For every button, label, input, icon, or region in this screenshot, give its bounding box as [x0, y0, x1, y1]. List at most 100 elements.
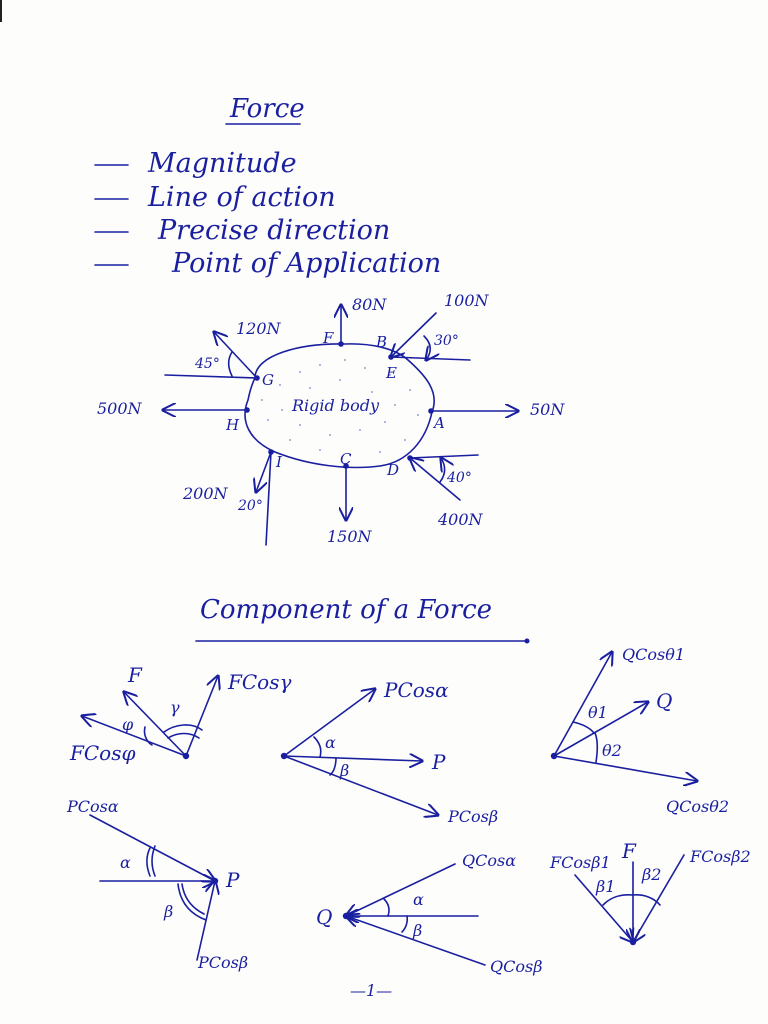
angle-theta2: θ2	[602, 741, 622, 760]
rigid-body-outline	[244, 343, 435, 469]
label-f: F	[621, 839, 637, 863]
force-label: 50N	[530, 400, 565, 419]
angle-beta2: β2	[641, 865, 661, 884]
angle-arc	[167, 732, 200, 739]
component-pcosalpha	[89, 814, 215, 881]
label-qcosbeta: QCosβ	[490, 957, 542, 976]
label-fcosphi: FCosφ	[69, 741, 136, 765]
angle-arc	[151, 845, 156, 877]
angle-arc	[143, 726, 153, 746]
force-label: 100N	[444, 291, 490, 310]
component-qcosbeta	[346, 916, 486, 966]
point-label: B	[375, 333, 387, 351]
point-label: E	[385, 364, 397, 382]
point-label: C	[340, 450, 352, 468]
angle-arc	[383, 898, 390, 917]
point-label: G	[262, 371, 274, 389]
point-label: D	[386, 461, 399, 479]
label-fcosbeta2: FCosβ2	[689, 847, 751, 866]
component-figure-4: PCosα P PCosβ α β	[66, 797, 248, 972]
label-q: Q	[316, 905, 332, 929]
page-title: Force	[229, 94, 305, 124]
label-pcosalpha: PCosα	[383, 678, 449, 702]
label-f: F	[127, 663, 143, 687]
reference-line	[164, 374, 258, 379]
force-label: 80N	[352, 295, 387, 314]
angle-label: 30°	[434, 333, 459, 349]
reference-line	[265, 451, 272, 546]
component-fcosbeta2	[633, 854, 685, 942]
angle-beta: β	[163, 902, 173, 921]
angle-arc	[177, 883, 207, 921]
angle-beta: β	[339, 761, 349, 780]
angle-alpha: α	[325, 733, 336, 752]
point-label: I	[275, 453, 283, 471]
force-120n-arrow	[214, 332, 258, 379]
component-qcostheta1	[553, 652, 612, 757]
component-figure-1: F FCosγ FCosφ φ γ	[69, 663, 291, 765]
point-label: A	[432, 414, 445, 432]
property-item: Point of Application	[171, 248, 441, 279]
angle-arc	[313, 736, 322, 758]
angle-arc	[423, 335, 430, 360]
force-label: 200N	[182, 484, 229, 503]
label-p: P	[431, 750, 446, 774]
angle-beta: β	[412, 921, 422, 940]
force-label: 400N	[437, 510, 484, 529]
label-qcosalpha: QCosα	[462, 851, 516, 870]
component-figure-3: QCosθ1 Q QCosθ2 θ1 θ2	[550, 645, 729, 816]
component-fcosphi	[82, 716, 187, 757]
angle-arc	[181, 883, 205, 915]
angle-label: 20°	[237, 498, 263, 514]
point-label: H	[225, 416, 240, 434]
rigid-body-label: Rigid body	[291, 396, 380, 415]
label-q: Q	[656, 689, 672, 713]
label-pcosalpha: PCosα	[66, 797, 119, 816]
vector-p	[283, 756, 422, 761]
section-title: Component of a Force	[200, 595, 492, 625]
angle-alpha: α	[120, 853, 131, 872]
property-list: Magnitude Line of action Precise directi…	[94, 148, 441, 279]
label-fcosbeta1: FCosβ1	[549, 853, 611, 872]
angle-label: 40°	[446, 470, 472, 486]
angle-beta1: β1	[595, 877, 615, 896]
component-pcosbeta	[283, 755, 438, 815]
angle-arc	[401, 915, 409, 933]
reference-line	[390, 356, 471, 361]
label-fcosgamma: FCosγ	[227, 670, 291, 694]
angle-label: 45°	[194, 356, 220, 372]
angle-phi: φ	[122, 715, 134, 734]
component-qcostheta2	[553, 755, 697, 781]
force-label: 150N	[327, 527, 373, 546]
component-figure-6: F FCosβ1 FCosβ2 β1 β2	[549, 839, 751, 946]
force-400n-arrow	[410, 458, 461, 501]
angle-arc	[440, 458, 445, 483]
force-200n-arrow	[256, 451, 272, 492]
label-pcosbeta: PCosβ	[447, 807, 498, 826]
label-pcosbeta: PCosβ	[197, 953, 248, 972]
page-number: —1—	[350, 981, 392, 1000]
vector-f	[124, 692, 187, 757]
angle-arc	[227, 351, 233, 377]
label-qcostheta2: QCosθ2	[666, 797, 729, 816]
component-fcosgamma	[185, 676, 218, 757]
component-pcosalpha	[283, 689, 375, 757]
label-p: P	[225, 868, 240, 892]
property-item: Precise direction	[157, 215, 390, 246]
angle-arc	[163, 724, 203, 733]
label-qcostheta1: QCosθ1	[622, 645, 685, 664]
angle-alpha: α	[413, 890, 424, 909]
property-item: Magnitude	[147, 148, 297, 179]
force-100n-arrow	[391, 312, 437, 357]
point-label: F	[322, 329, 334, 347]
force-label: 500N	[97, 399, 143, 418]
angle-arc	[329, 757, 337, 776]
property-item: Line of action	[147, 182, 336, 213]
angle-arc	[632, 894, 661, 906]
angle-gamma: γ	[170, 698, 180, 717]
vector-q	[553, 702, 648, 757]
angle-arc	[572, 721, 595, 734]
angle-arc	[594, 732, 599, 763]
rigid-body-diagram: Rigid body F B E G H A I C D 80N 100N 30…	[97, 291, 565, 546]
